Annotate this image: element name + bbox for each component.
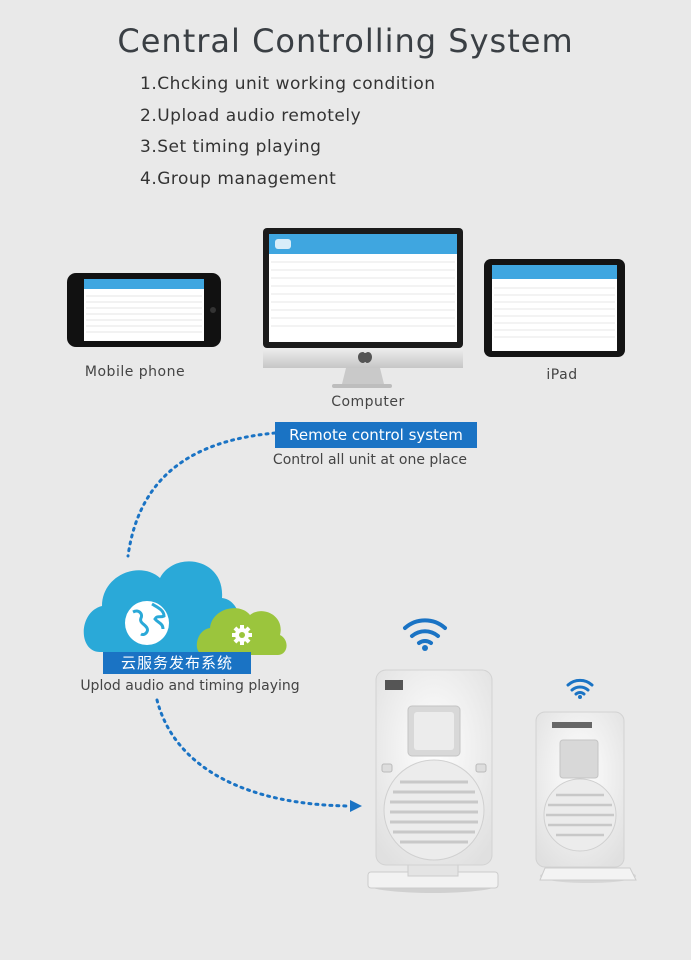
remote-control-description: Control all unit at one place: [272, 452, 468, 468]
feature-item: 2.Upload audio remotely: [140, 106, 362, 126]
cloud-image: [83, 561, 287, 655]
wifi-icon: [566, 678, 594, 696]
computer-label: Computer: [331, 394, 405, 410]
cloud-service-label: 云服务发布系统: [103, 652, 251, 674]
apple-logo-icon: [358, 352, 372, 363]
gear-icon: [232, 625, 252, 645]
ipad-image: [484, 259, 625, 357]
mobile-phone-image: [67, 273, 221, 347]
mobile-phone-label: Mobile phone: [84, 364, 186, 380]
feature-item: 3.Set timing playing: [140, 137, 322, 157]
feature-item: 4.Group management: [140, 169, 337, 189]
cloud-service-description: Uplod audio and timing playing: [80, 678, 300, 694]
speaker-device-large: [367, 669, 499, 893]
feature-item: 1.Chcking unit working condition: [140, 74, 436, 94]
wifi-icon: [403, 618, 447, 645]
speaker-device-small: [535, 711, 637, 883]
dotted-connector-bottom: [155, 698, 352, 808]
page-title: Central Controlling System: [117, 22, 574, 60]
globe-icon: [125, 601, 169, 645]
computer-image: [263, 228, 463, 388]
dotted-connector-top: [126, 431, 277, 558]
arrow-head-icon: [350, 800, 362, 812]
ipad-label: iPad: [546, 367, 578, 383]
remote-control-system-label: Remote control system: [275, 422, 477, 448]
